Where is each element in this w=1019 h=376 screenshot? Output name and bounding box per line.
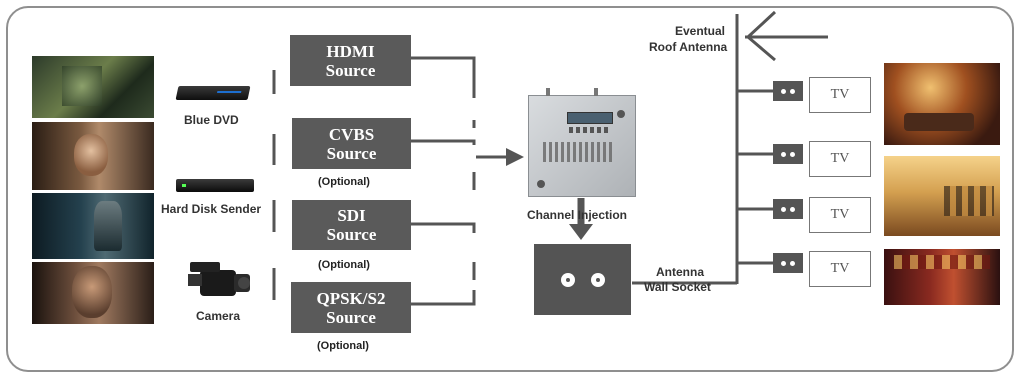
source-suffix: Source <box>325 60 376 80</box>
modulator-port <box>537 180 545 188</box>
sdi-source-box: SDI Source <box>292 200 411 250</box>
hard-disk-sender-icon <box>176 179 254 192</box>
qpsk-optional-note: (Optional) <box>317 340 369 352</box>
modulator-display <box>567 112 613 124</box>
modulator-connector-top-1 <box>546 88 550 96</box>
hdmi-output-line <box>411 56 476 98</box>
venue-photo-bar <box>884 63 1000 145</box>
venue-photo-hall <box>884 249 1000 305</box>
modulator-connector-top-2 <box>594 88 598 96</box>
camera-icon <box>188 262 250 296</box>
modulator-vents <box>543 142 615 162</box>
tv-socket-3 <box>773 199 803 219</box>
tv-socket-2 <box>773 144 803 164</box>
film-still-4 <box>32 262 154 324</box>
wall-socket-label: Wall Socket <box>644 280 711 294</box>
dvd-label: Blue DVD <box>184 113 239 127</box>
modulator-buttons <box>569 127 609 133</box>
antenna-arrow <box>745 10 777 62</box>
qpsk-output-line <box>411 290 476 306</box>
source-name: HDMI <box>326 41 375 61</box>
eventual-label: Eventual <box>675 24 726 38</box>
film-still-3 <box>32 193 154 259</box>
modulator-connector <box>617 110 625 118</box>
source-name: SDI <box>337 206 366 225</box>
channel-injection-label: Channel Injection <box>527 208 628 222</box>
source-name: QPSK/S2 <box>316 288 386 308</box>
source-suffix: Source <box>326 225 377 244</box>
socket-hole-icon <box>560 272 575 287</box>
cvbs-output-line <box>411 139 476 145</box>
arrow-head-modulator <box>506 148 524 166</box>
cvbs-optional-note: (Optional) <box>318 176 370 188</box>
source-suffix: Source <box>326 307 376 327</box>
dvd-player-icon <box>175 86 251 100</box>
film-still-1 <box>32 56 154 118</box>
qpsk-source-box: QPSK/S2 Source <box>291 282 411 333</box>
tv-socket-4 <box>773 253 803 273</box>
hdmi-source-box: HDMI Source <box>290 35 411 86</box>
socket-hole-icon <box>590 272 605 287</box>
antenna-label: Antenna <box>656 265 704 279</box>
diagram-frame <box>6 6 1014 372</box>
cvbs-source-box: CVBS Source <box>292 118 411 169</box>
camera-label: Camera <box>196 309 241 323</box>
tv-box-4: TV <box>809 251 871 287</box>
tv-box-1: TV <box>809 77 871 113</box>
modulator-device <box>528 95 636 197</box>
sdi-output-line <box>411 222 476 233</box>
tv-socket-1 <box>773 81 803 101</box>
arrow-head-socket <box>569 224 593 240</box>
film-still-2 <box>32 122 154 190</box>
source-suffix: Source <box>326 143 377 163</box>
roof-antenna-label: Roof Antenna <box>649 40 728 54</box>
wall-socket <box>534 244 631 315</box>
hard-disk-sender-label: Hard Disk Sender <box>161 202 262 216</box>
tv-box-3: TV <box>809 197 871 233</box>
venue-photo-lobby <box>884 156 1000 236</box>
sdi-optional-note: (Optional) <box>318 259 370 271</box>
source-name: CVBS <box>328 124 375 144</box>
tv-box-2: TV <box>809 141 871 177</box>
